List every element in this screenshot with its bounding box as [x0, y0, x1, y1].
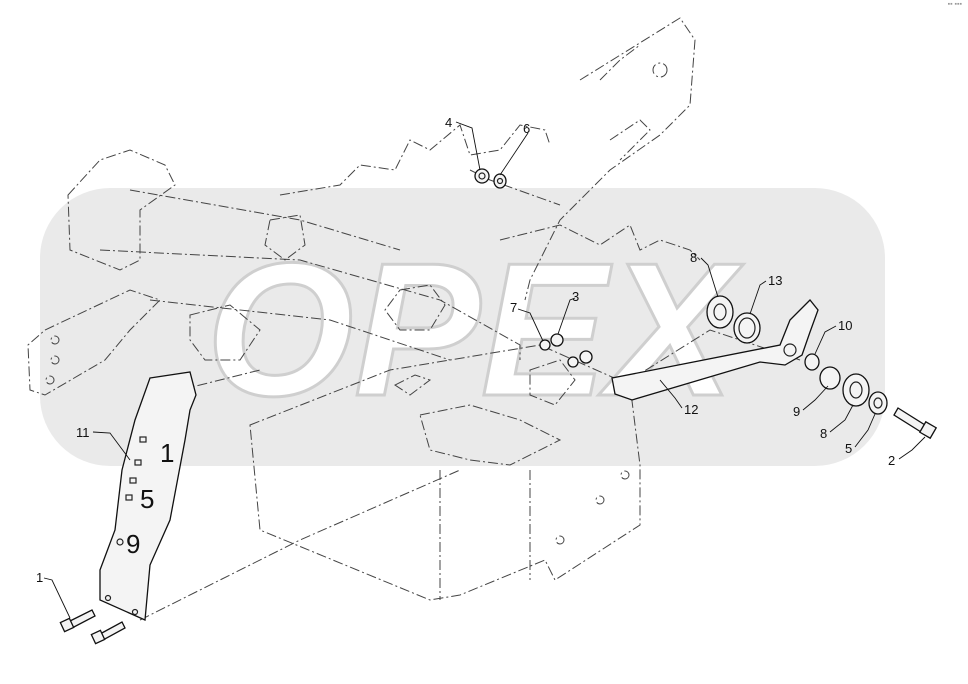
frame-lower-bracket [419, 404, 562, 466]
leader-lines [43, 121, 926, 619]
leader-3 [557, 297, 576, 335]
washer-7-part [539, 339, 551, 351]
bushing-9-part [819, 366, 841, 390]
frame-left-bracket [27, 289, 161, 396]
frame-hole-6 [555, 535, 565, 545]
nut-4-part [474, 168, 490, 184]
indicator-plate-part [99, 371, 197, 621]
leader-9 [802, 385, 829, 411]
callout-1: 1 [36, 570, 43, 585]
frame-tall-plate-edge [599, 44, 641, 81]
solid-parts: 1 5 9 [59, 168, 938, 645]
washer-8a-hole [713, 303, 727, 321]
bolt-2-part [893, 407, 926, 433]
washer-8b-part [842, 373, 870, 407]
plate-number-1: 1 [160, 438, 174, 468]
leader-5 [854, 413, 876, 448]
callout-11: 11 [76, 425, 90, 440]
frame-hole-5 [595, 495, 605, 505]
frame-zigzag-right [499, 224, 701, 261]
frame-hole-4 [620, 470, 630, 480]
frame-cross-beam-mid [149, 299, 451, 361]
leader-8a [700, 257, 719, 298]
callout-5: 5 [845, 441, 852, 456]
lever-12-part [611, 299, 819, 401]
callout-2: 2 [888, 453, 895, 468]
frame-hole-2 [50, 355, 60, 365]
plate-slot [134, 459, 142, 466]
frame-leader-plate [139, 469, 461, 621]
plate-slot [125, 494, 133, 501]
washer-8b-hole [849, 381, 863, 399]
callout-13: 13 [768, 273, 782, 288]
callout-7: 7 [510, 300, 517, 315]
plate-number-9: 9 [126, 529, 140, 559]
callout-12: 12 [684, 402, 698, 417]
frame-phantom [27, 17, 801, 621]
frame-slot [394, 374, 432, 396]
plate-hole [131, 608, 139, 616]
frame-ear-top [264, 214, 306, 261]
frame-hole-1 [50, 335, 60, 345]
leader-7 [517, 308, 544, 342]
bolt-1b-head [90, 629, 106, 645]
callout-10: 10 [838, 318, 852, 333]
frame-hub [384, 284, 446, 331]
plate-hole [104, 594, 112, 602]
washer-8a-part [706, 295, 734, 329]
leader-4 [455, 121, 481, 171]
plate-number-5: 5 [140, 484, 154, 514]
frame-cross-beam-upper [129, 189, 401, 251]
watermark-text: OPEX [206, 224, 744, 436]
frame-hole-3 [45, 375, 55, 385]
plate-hole [116, 538, 124, 546]
spacer-10-part [804, 353, 820, 371]
plate-slot [139, 436, 147, 443]
corner-mark: ▪▪ ▪▪▪ [947, 1, 962, 8]
frame-ear-right [529, 359, 576, 406]
frame-tall-plate-slot [609, 119, 651, 161]
washer-5-part [868, 391, 888, 415]
leader-11 [92, 431, 131, 461]
callout-3: 3 [572, 289, 579, 304]
washer-6-part [493, 173, 507, 189]
frame-zigzag-top [279, 124, 551, 196]
callout-8-upper: 8 [690, 250, 697, 265]
frame-left-end [67, 149, 176, 271]
ring-13-hole [738, 317, 756, 339]
bolt-1a-head [59, 617, 75, 633]
washer-small-part [567, 356, 579, 368]
ring-13-part [733, 312, 761, 344]
leader-12 [659, 379, 683, 409]
leader-2 [898, 436, 926, 460]
leader-10 [814, 325, 837, 355]
callout-6: 6 [523, 121, 530, 136]
bolt-2-head [918, 420, 938, 440]
callouts: 4 6 3 7 8 13 12 10 9 8 5 2 11 1 [36, 115, 895, 585]
nut-small-part [579, 350, 593, 364]
nut-3-part [550, 333, 564, 347]
washer-6-hole [496, 177, 504, 185]
callout-4: 4 [445, 115, 452, 130]
leader-8b [829, 404, 854, 433]
frame-lower-plate [249, 344, 641, 601]
frame-tall-plate [524, 17, 696, 301]
frame-cross-beam-top [99, 249, 521, 360]
frame-ear-left [189, 304, 261, 361]
callout-9: 9 [793, 404, 800, 419]
plate-slot [129, 477, 137, 484]
leader-13 [749, 280, 767, 315]
callout-8-lower: 8 [820, 426, 827, 441]
frame-hole-top [652, 62, 668, 78]
washer-5-hole [873, 397, 883, 409]
lever-12-hole [783, 343, 797, 357]
nut-4-hole [478, 172, 486, 180]
leader-1 [43, 577, 71, 619]
leader-6 [499, 132, 529, 176]
frame-holes [45, 62, 668, 545]
